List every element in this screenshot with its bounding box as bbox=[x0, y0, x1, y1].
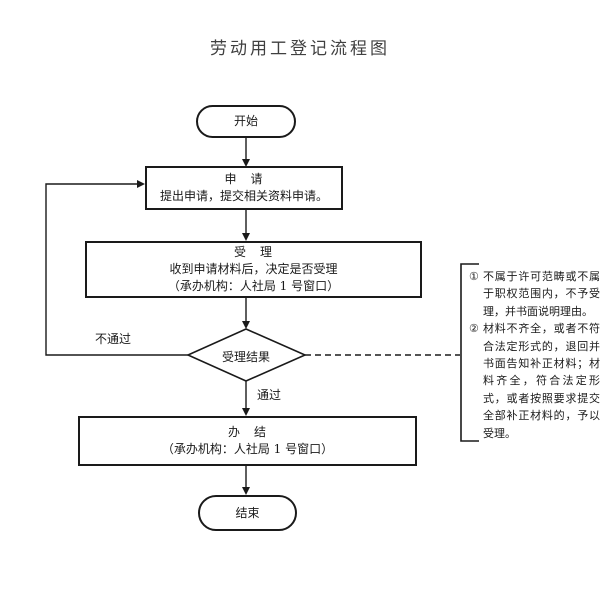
note-text-1: 不属于许可范畴或不属于职权范围内，不予受理，并书面说明理由。 bbox=[483, 270, 600, 318]
note-marker-2: ② bbox=[469, 322, 479, 336]
note-text-2: 材料不齐全，或者不符合法定形式的，退回并书面告知补正材料；材料齐全，符合法定形式… bbox=[483, 322, 600, 440]
note-item: ② 材料不齐全，或者不符合法定形式的，退回并书面告知补正材料；材料齐全，符合法定… bbox=[469, 320, 600, 442]
page-title: 劳动用工登记流程图 bbox=[210, 39, 390, 59]
accept-title: 受 理 bbox=[233, 245, 273, 259]
arrow-decision-to-finish bbox=[242, 381, 250, 416]
note-item: ① 不属于许可范畴或不属于职权范围内，不予受理，并书面说明理由。 bbox=[469, 268, 600, 320]
finish-process-box: 办 结 （承办机构：人社局 1 号窗口） bbox=[78, 416, 417, 466]
decision-label: 受理结果 bbox=[221, 350, 270, 364]
arrow-finish-to-end bbox=[242, 466, 250, 495]
arrow-decision-to-apply-feedback bbox=[45, 180, 188, 356]
arrow-start-to-apply bbox=[242, 138, 250, 167]
note-marker-1: ① bbox=[469, 270, 479, 283]
start-label: 开始 bbox=[233, 114, 258, 128]
arrow-accept-to-decision bbox=[242, 298, 250, 329]
finish-desc: （承办机构：人社局 1 号窗口） bbox=[161, 442, 334, 456]
accept-desc-line2: （承办机构：人社局 1 号窗口） bbox=[167, 279, 340, 293]
notes-bracket bbox=[460, 263, 479, 442]
apply-desc: 提出申请，提交相关资料申请。 bbox=[159, 189, 328, 203]
apply-title: 申 请 bbox=[224, 172, 264, 186]
accept-process-box: 受 理 收到申请材料后，决定是否受理 （承办机构：人社局 1 号窗口） bbox=[85, 241, 422, 298]
notes-annotation: ① 不属于许可范畴或不属于职权范围内，不予受理，并书面说明理由。 ② 材料不齐全… bbox=[469, 268, 600, 442]
edge-label-pass: 通过 bbox=[255, 386, 284, 403]
edge-label-fail: 不通过 bbox=[93, 330, 134, 347]
apply-process-box: 申 请 提出申请，提交相关资料申请。 bbox=[145, 166, 343, 210]
end-label: 结束 bbox=[235, 505, 260, 520]
end-terminator: 结束 bbox=[198, 495, 297, 531]
start-terminator: 开始 bbox=[196, 105, 296, 138]
arrow-apply-to-accept bbox=[242, 210, 250, 241]
accept-desc-line1: 收到申请材料后，决定是否受理 bbox=[169, 262, 338, 276]
finish-title: 办 结 bbox=[227, 425, 267, 439]
